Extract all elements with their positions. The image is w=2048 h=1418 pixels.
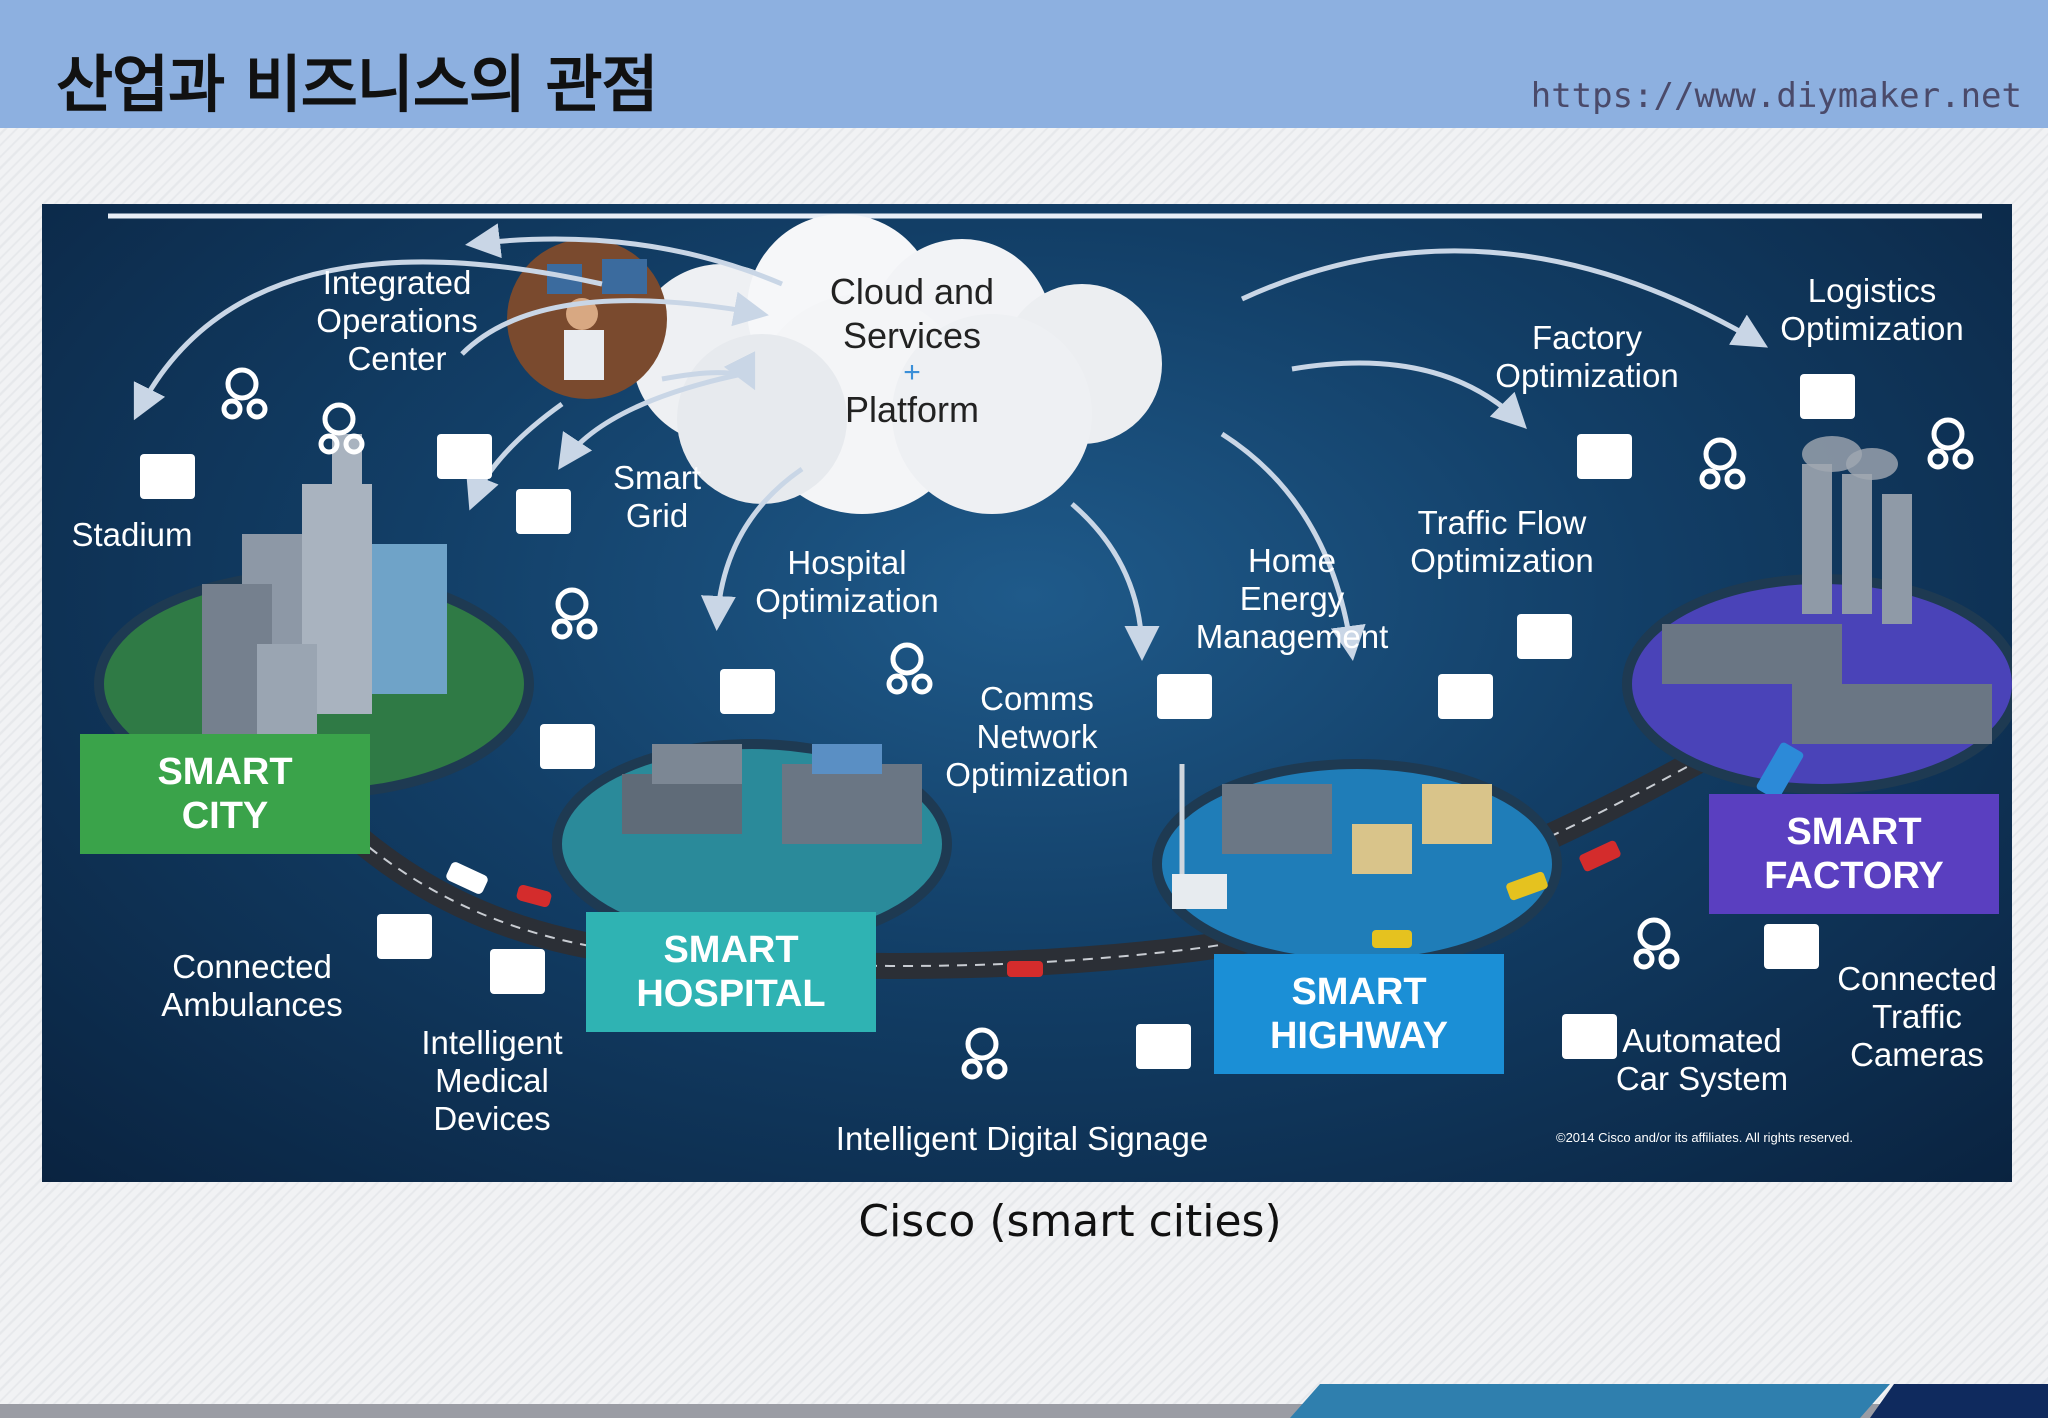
- slide-title: 산업과 비즈니스의 관점: [56, 48, 659, 121]
- label-intelligent-medical-devices: Intelligent Medical Devices: [421, 1024, 563, 1137]
- cloud-plus: +: [903, 356, 921, 389]
- device-icons: [140, 374, 1855, 1069]
- label-logistics-optimization: Logistics Optimization: [1780, 272, 1964, 347]
- label-connected-traffic-cameras: Connected Traffic Cameras: [1837, 960, 1997, 1073]
- factory-buildings: [1662, 436, 1992, 744]
- label-stadium: Stadium: [71, 516, 193, 553]
- cloud-line-3: Platform: [844, 389, 980, 430]
- city-buildings: [202, 434, 447, 754]
- tag-smart-factory: SMART FACTORY: [1709, 794, 1999, 914]
- label-comms-network-optimization: Comms Network Optimization: [945, 680, 1129, 793]
- footer-accent-navy: [1870, 1384, 2048, 1418]
- cloud-shape: [632, 214, 1162, 514]
- label-integrated-operations-center: Integrated Operations Center: [316, 264, 478, 377]
- flow-arrows: [133, 223, 1769, 661]
- label-home-energy-management: Home Energy Management: [1195, 542, 1389, 655]
- operations-photo: [507, 239, 667, 399]
- cloud-line-1: Cloud and: [829, 271, 995, 312]
- sensor-icons: [221, 367, 1974, 1080]
- cloud-line-2: Services: [842, 315, 982, 356]
- label-automated-car-system: Automated Car System: [1615, 1022, 1789, 1097]
- tag-smart-highway: SMART HIGHWAY: [1214, 954, 1504, 1074]
- slide-header: 산업과 비즈니스의 관점 https://www.diymaker.net: [0, 0, 2048, 128]
- source-url: https://www.diymaker.net: [1530, 76, 2022, 116]
- tag-smart-hospital: SMART HOSPITAL: [586, 912, 876, 1032]
- footer-accent-teal: [1290, 1384, 1890, 1418]
- road-line: [341, 723, 1763, 967]
- label-smart-grid: Smart Grid: [612, 459, 701, 534]
- cloud-label: Cloud and Services + Platform: [782, 270, 1042, 432]
- label-factory-optimization: Factory Optimization: [1495, 319, 1679, 394]
- copyright-notice: ©2014 Cisco and/or its affiliates. All r…: [1556, 1130, 1853, 1145]
- highway-houses: [1172, 764, 1492, 909]
- label-connected-ambulances: Connected Ambulances: [161, 948, 343, 1023]
- hospital-buildings: [622, 744, 922, 844]
- diagram-graphics: [94, 213, 2012, 1080]
- tag-smart-city: SMART CITY: [80, 734, 370, 854]
- smart-cities-diagram: Cloud and Services + Platform Integrated…: [42, 204, 2012, 1182]
- label-traffic-flow-optimization: Traffic Flow Optimization: [1410, 504, 1594, 579]
- label-intelligent-digital-signage: Intelligent Digital Signage: [835, 1120, 1209, 1157]
- figure-caption: Cisco (smart cities): [858, 1196, 1282, 1247]
- label-hospital-optimization: Hospital Optimization: [755, 544, 939, 619]
